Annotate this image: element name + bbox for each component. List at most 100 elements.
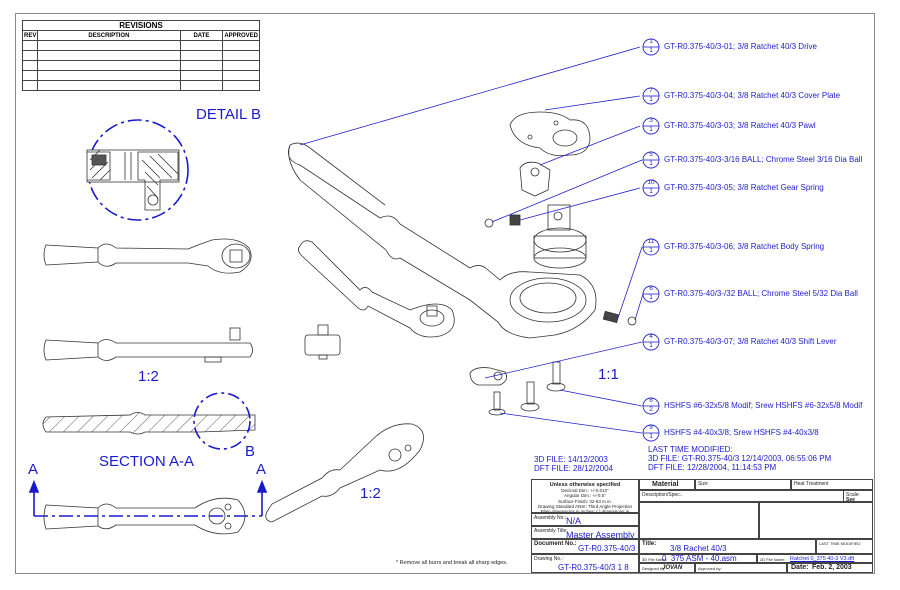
revision-row (21, 80, 260, 91)
tolerance-line: Drawing Standard ANSI; Third Angle Proje… (538, 503, 632, 509)
balloon-icon (642, 179, 660, 197)
drive-gear (533, 204, 587, 269)
balloon-icon (642, 38, 660, 56)
gear-spring (509, 214, 521, 226)
file-dft-date: DFT FILE: 28/12/2004 (534, 464, 614, 473)
date-label: Date: (791, 564, 809, 571)
balloon-icon (642, 238, 660, 256)
last-modified-label: LAST TIME MODIFIED: (819, 541, 862, 546)
balloon-item-number: 3 (649, 117, 653, 124)
balloon-qty: 1 (649, 433, 653, 440)
bom-description: GT-R0.375-40/3-07; 3/8 Ratchet 40/3 Shif… (664, 337, 837, 346)
section-cut-line (28, 479, 268, 517)
balloon-icon (642, 117, 660, 135)
bom-description: GT-R0.375-40/3-06; 3/8 Ratchet Body Spri… (664, 242, 825, 251)
bom-description: GT-R0.375-40/3-05; 3/8 Ratchet Gear Spri… (664, 183, 824, 192)
detail-b-section (86, 149, 180, 211)
file2d-cell: 2D File Name: Ratchet 0_375 40-3 V3.dft (757, 554, 873, 563)
balloon-qty: 1 (649, 47, 653, 54)
balloon-leaders (299, 46, 644, 434)
iso-ratchet-small (298, 240, 455, 338)
title-label: Title: (642, 541, 657, 547)
scale-label: Scale: (846, 492, 860, 498)
file-dates: 3D FILE: 14/12/2003 DFT FILE: 28/12/2004 (534, 455, 613, 473)
title-cell: Title: 3/8 Rachet 40/3 (639, 539, 816, 554)
tolerance-line: Decimal Dim.: +/-0.010" (561, 488, 609, 494)
tolerance-line: Angular Dim.: +/-0.5° (564, 493, 606, 499)
size-label: Size (698, 481, 708, 487)
document-no: GT-R0.375-40/3 (578, 544, 636, 553)
screw-3 (488, 391, 506, 416)
bom-description: GT-R0.375-40/3-04; 3/8 Ratchet 40/3 Cove… (664, 91, 841, 100)
drawing-no-cell: Drawing No.: GT-R0.375-40/3 1 8 (531, 554, 639, 573)
drawing-no-label: Drawing No.: (534, 556, 563, 562)
balloon-qty: 1 (649, 247, 653, 254)
assembly-title: Master Assembly (566, 530, 635, 539)
bom-description: HSHFS #6-32x5/8 Modif; Srew HSHFS #6-32x… (664, 401, 863, 410)
material-label: Material (652, 481, 679, 488)
balloon-icon (642, 151, 660, 169)
detail-marker-b: B (245, 443, 256, 460)
tolerance-line: Surface Finish: 32-63 m in. (558, 498, 612, 504)
balloon-qty: 1 (649, 188, 653, 195)
drawing-no: GT-R0.375-40/3 1 8 (558, 563, 629, 572)
section-marker-left: A (28, 461, 39, 478)
date-value: Feb. 2, 2003 (812, 564, 852, 571)
description-label: Description/Spec.: (642, 492, 683, 498)
drawing-title: 3/8 Rachet 40/3 (670, 544, 727, 553)
screw-1 (546, 361, 566, 392)
scale-label-top: 1:2 (138, 368, 159, 385)
balloon-item-number: 6 (649, 285, 653, 292)
bottom-view-ratchet (43, 497, 246, 535)
bom-description: GT-R0.375-40/3-01; 3/8 Ratchet 40/3 Driv… (664, 42, 817, 51)
assembly-title-label: Assembly Title: (534, 528, 568, 534)
approved-by-cell: Approved by: (695, 563, 787, 573)
document-no-cell: Document No.: GT-R0.375-40/3 (531, 539, 639, 554)
balloon-item-number: 10 (647, 179, 655, 186)
balloon-icon (642, 424, 660, 442)
bom-description: HSHFS #4-40x3/8; Srew HSHFS #4-40x3/8 (664, 428, 819, 437)
section-a-a-label: SECTION A-A (99, 453, 195, 470)
designed-by-cell: Designed by: JOVAN (639, 563, 695, 573)
balloon-item-number: 5 (649, 151, 653, 158)
last-modified-cell: LAST TIME MODIFIED: (816, 539, 873, 554)
balloon-item-number: 1 (649, 38, 653, 45)
tolerance-title: Unless otherwise specified (549, 482, 621, 488)
drawing-frame (15, 13, 875, 574)
file3d-name: 0_375 ASM - 40.asm (662, 554, 737, 563)
balloon-icon (642, 285, 660, 303)
section-a-a-view (42, 392, 256, 450)
tolerance-block: Unless otherwise specified Decimal Dim.:… (531, 479, 639, 513)
assembly-no-label: Assembly No.: (534, 515, 567, 521)
heat-treatment-label: Heat Treatment (794, 481, 829, 487)
general-note: * Remove all burrs and break all sharp e… (396, 560, 508, 566)
scale-cell: Scale: See drawing (843, 490, 873, 502)
top-view-ratchet (43, 238, 252, 274)
last-modified-info: LAST TIME MODIFIED: 3D FILE: GT-R0.375-4… (648, 445, 831, 472)
assembly-title-cell: Assembly Title: Master Assembly (531, 526, 639, 539)
balloon-item-number: 8 (649, 397, 653, 404)
assembly-no-cell: Assembly No.: N/A (531, 513, 639, 526)
last-modified-title: LAST TIME MODIFIED: (648, 445, 733, 454)
last-modified-dft: DFT FILE: 12/28/2004, 11:14:53 PM (648, 463, 777, 472)
scale-label-iso: 1:2 (360, 485, 381, 502)
assembly-no: N/A (566, 516, 582, 526)
balloon-qty: 1 (649, 342, 653, 349)
bom-description: GT-R0.375-40/3-03; 3/8 Ratchet 40/3 Pawl (664, 121, 816, 130)
shift-lever (469, 367, 508, 386)
scale-label-exploded: 1:1 (598, 366, 619, 383)
balloon-qty: 1 (649, 160, 653, 167)
description-cell: Description/Spec.: (639, 490, 844, 502)
last-modified-3d: 3D FILE: GT-R0.375-40/3 12/14/2003, 06:5… (648, 454, 832, 463)
balloon-item-number: 4 (649, 333, 653, 340)
balloon-icon (642, 87, 660, 105)
size-cell: Size (695, 479, 791, 490)
approved-by-label: Approved by: (698, 566, 722, 571)
document-no-label: Document No.: (534, 541, 577, 547)
cover-plate (509, 111, 591, 157)
balloon-icon (642, 333, 660, 351)
blank-cell-right (759, 502, 873, 539)
balloon-item-number: 7 (649, 87, 653, 94)
designed-by: JOVAN (662, 565, 683, 571)
